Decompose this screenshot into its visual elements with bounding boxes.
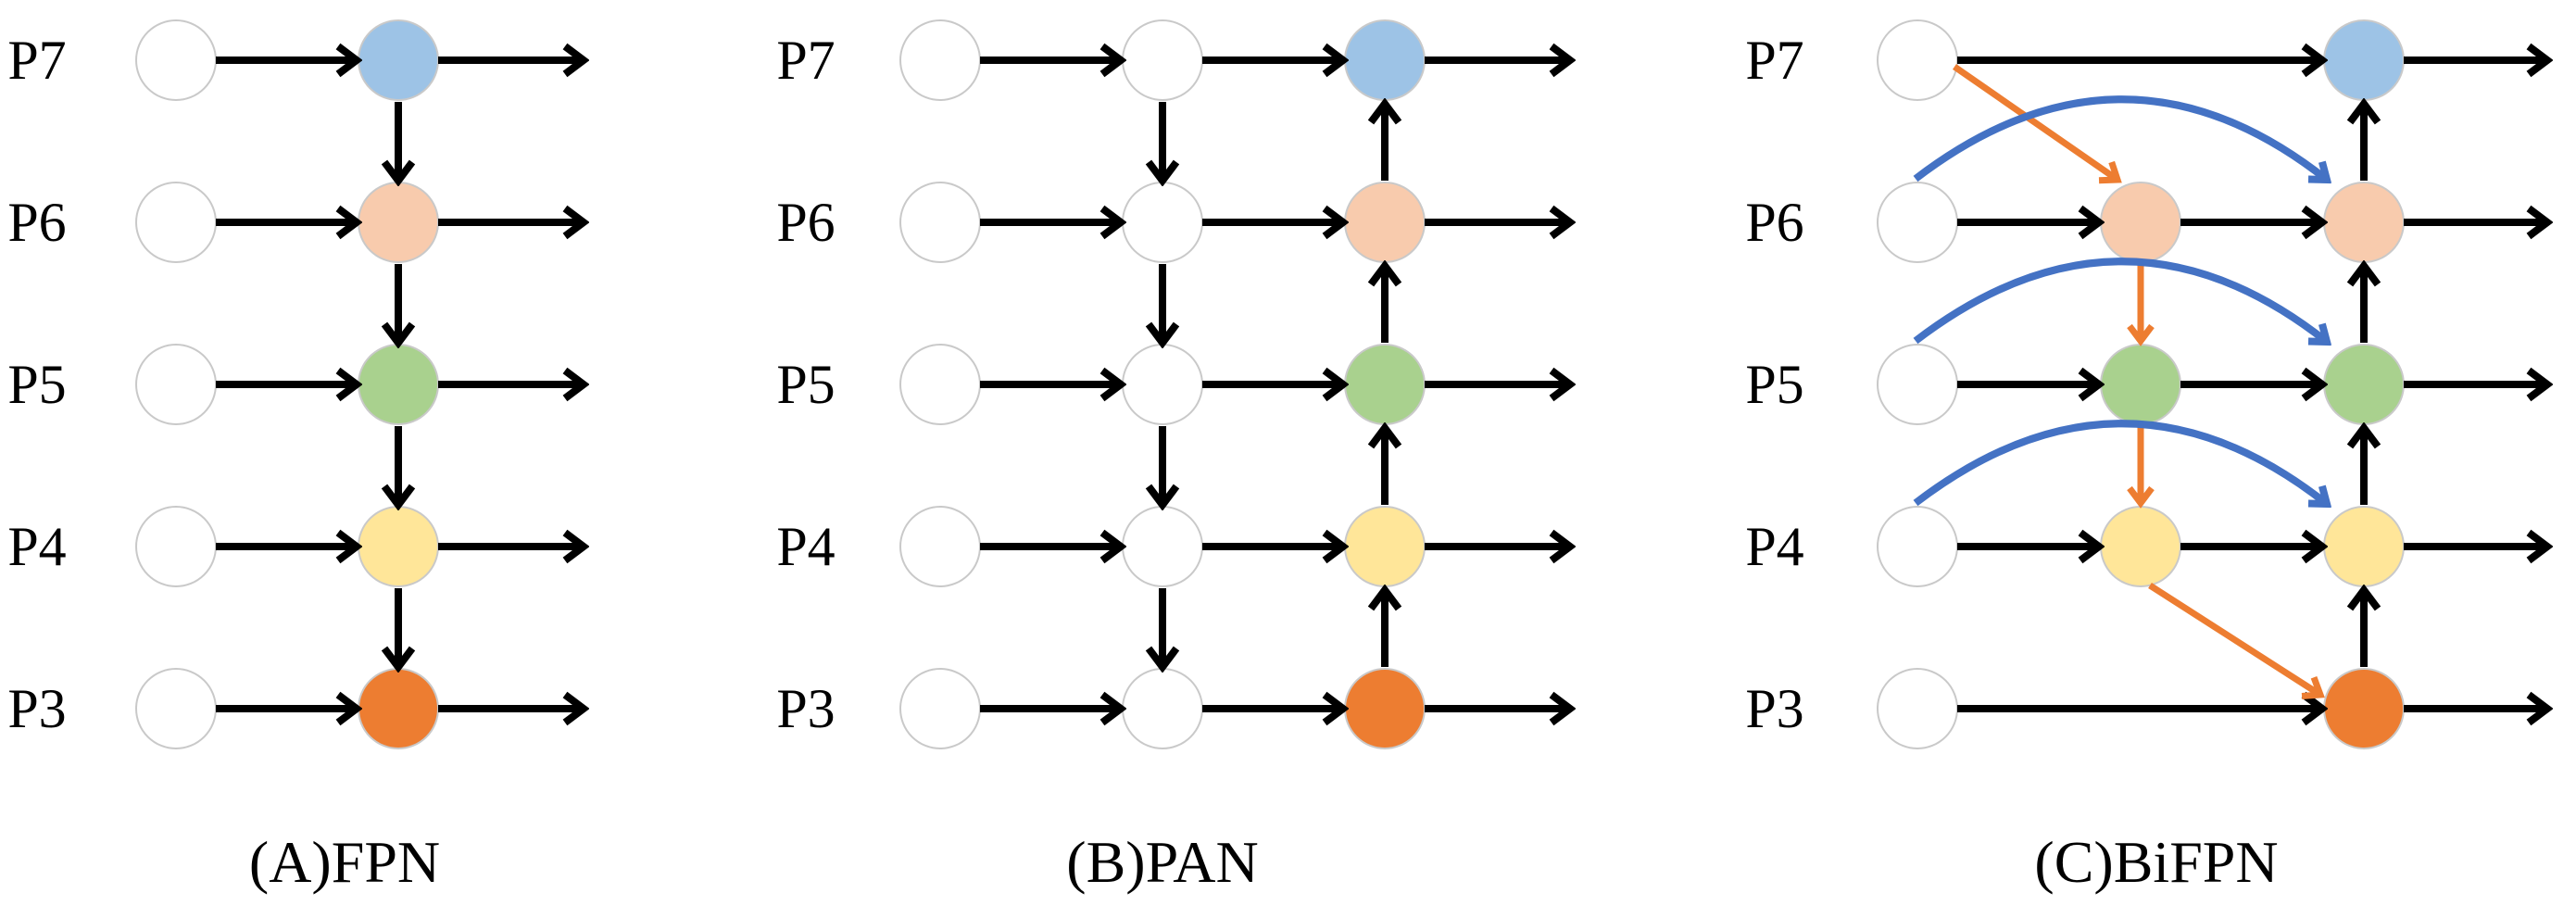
input-node [899, 19, 981, 101]
fused-node [1344, 19, 1426, 101]
input-node [135, 506, 217, 587]
row-label: P4 [1745, 516, 1803, 577]
row-label: P7 [776, 30, 835, 91]
output-node [2323, 344, 2405, 425]
input-node [899, 668, 981, 749]
row-label: P5 [1745, 354, 1803, 415]
row-label: P4 [7, 516, 66, 577]
fused-node [1344, 344, 1426, 425]
intermediate-node [1122, 182, 1203, 263]
intermediate-node [1122, 506, 1203, 587]
panel-caption: (A)FPN [249, 829, 440, 895]
fused-node [1344, 668, 1426, 749]
row-label: P7 [1745, 30, 1803, 91]
panel-c-bifpn: P7 P6 P5 P4 P3 [1745, 19, 2547, 895]
input-node [1877, 19, 1958, 101]
fused-node [1344, 182, 1426, 263]
intermediate-node [2100, 344, 2181, 425]
input-node [1877, 506, 1958, 587]
input-node [899, 182, 981, 263]
input-node [135, 668, 217, 749]
panel-b-pan: P7 P6 P5 P4 P3 [776, 19, 1570, 895]
skip-connection-arc [1913, 258, 2327, 342]
row-label: P3 [7, 678, 66, 739]
input-node [1877, 344, 1958, 425]
output-node [2323, 19, 2405, 101]
intermediate-node [1122, 668, 1203, 749]
fused-node [1344, 506, 1426, 587]
fused-node [358, 668, 439, 749]
row-label: P5 [7, 354, 66, 415]
skip-connection-arc [1913, 95, 2327, 180]
panel-caption: (B)PAN [1066, 829, 1258, 895]
fused-node [358, 506, 439, 587]
input-node [135, 182, 217, 263]
intermediate-node [1122, 344, 1203, 425]
fused-node [358, 344, 439, 425]
row-label: P6 [776, 192, 835, 253]
row-label: P3 [776, 678, 835, 739]
intermediate-node [2100, 506, 2181, 587]
output-node [2323, 506, 2405, 587]
input-node [1877, 668, 1958, 749]
panel-a-fpn: P7 P6 P5 P4 P3 (A)FPN [7, 19, 584, 895]
output-node [2323, 668, 2405, 749]
input-node [899, 344, 981, 425]
skip-connection-arc [1913, 420, 2327, 504]
fused-node [358, 182, 439, 263]
row-label: P6 [7, 192, 66, 253]
row-label: P4 [776, 516, 835, 577]
top-down-diagonal-arrow [1953, 64, 2122, 184]
input-node [1877, 182, 1958, 263]
row-label: P6 [1745, 192, 1803, 253]
output-node [2323, 182, 2405, 263]
panel-caption: (C)BiFPN [2034, 829, 2278, 895]
top-down-diagonal-arrow [2148, 583, 2325, 699]
input-node [899, 506, 981, 587]
input-node [135, 19, 217, 101]
fused-node [358, 19, 439, 101]
row-label: P5 [776, 354, 835, 415]
row-label: P7 [7, 30, 66, 91]
intermediate-node [2100, 182, 2181, 263]
row-label: P3 [1745, 678, 1803, 739]
input-node [135, 344, 217, 425]
intermediate-node [1122, 19, 1203, 101]
